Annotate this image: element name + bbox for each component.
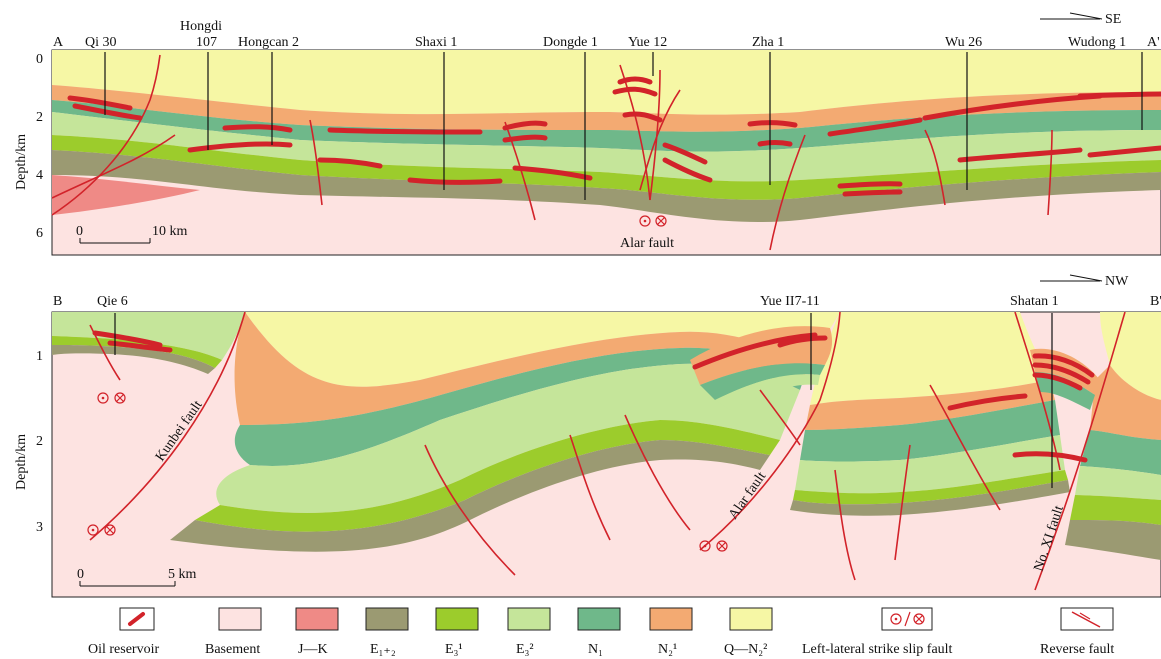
layer-n1-b-shatan bbox=[1035, 372, 1095, 410]
layer-qn22-b-center bbox=[810, 312, 1050, 405]
well-label-yue12: Yue 12 bbox=[628, 35, 667, 50]
layer-n1-b-anticline bbox=[700, 363, 825, 400]
layer-e12-a bbox=[52, 150, 1161, 223]
scale-b-end: 5 km bbox=[168, 567, 197, 582]
faults-b bbox=[89, 311, 1126, 591]
depth-tick-a-4: 4 bbox=[36, 168, 43, 183]
layer-e31-b-main bbox=[195, 420, 780, 532]
layer-n1-b-right bbox=[1080, 430, 1161, 475]
scale-bar-a: 0 10 km bbox=[76, 224, 188, 244]
depth-tick-b-3: 3 bbox=[36, 520, 43, 535]
layer-qn22-b-right bbox=[1100, 312, 1161, 400]
legend-strike-slip bbox=[881, 607, 933, 631]
legend-label-reverse-fault: Reverse fault bbox=[1040, 642, 1114, 657]
legend-label-e32: E₃² bbox=[516, 642, 534, 657]
legend-swatch-n21 bbox=[649, 607, 693, 631]
legend-swatch-qn22 bbox=[729, 607, 773, 631]
layer-n1-b-center bbox=[800, 400, 1060, 462]
depth-axis-label-b: Depth/km bbox=[14, 434, 29, 490]
layer-n1-a bbox=[52, 100, 1161, 152]
direction-arrow-nw: NW bbox=[1040, 274, 1129, 289]
scale-a-start: 0 bbox=[76, 224, 83, 239]
scale-a-end: 10 km bbox=[152, 224, 188, 239]
depth-tick-a-6: 6 bbox=[36, 226, 43, 241]
layer-e32-b-anticline bbox=[715, 374, 820, 410]
legend-label-jk: J—K bbox=[298, 642, 328, 657]
legend-label-e31: E₃¹ bbox=[445, 642, 463, 657]
direction-nw-label: NW bbox=[1105, 274, 1129, 289]
scale-b-start: 0 bbox=[77, 567, 84, 582]
direction-arrow-se: SE bbox=[1040, 12, 1121, 27]
layer-qn22-b-main bbox=[245, 312, 840, 387]
fault-label-alar-a: Alar fault bbox=[620, 236, 674, 251]
layer-e12-b-center bbox=[790, 480, 1070, 516]
legend-oil-reservoir bbox=[119, 607, 155, 631]
legend-label-e12: E₁₊₂ bbox=[370, 642, 396, 657]
layer-e32-b-right bbox=[1075, 466, 1161, 500]
depth-tick-a-0: 0 bbox=[36, 52, 43, 67]
wells-b bbox=[114, 313, 1053, 488]
well-label-zha1: Zha 1 bbox=[752, 35, 784, 50]
scale-bar-b: 0 5 km bbox=[77, 567, 197, 587]
section-b-label-right: B' bbox=[1150, 294, 1161, 309]
section-a-label-right: A' bbox=[1147, 35, 1160, 50]
legend-swatch-e32 bbox=[507, 607, 551, 631]
well-label-shatan1: Shatan 1 bbox=[1010, 294, 1059, 309]
well-label-wudong1: Wudong 1 bbox=[1068, 35, 1126, 50]
oil-reservoirs-a bbox=[67, 76, 1161, 197]
well-label-shaxi1: Shaxi 1 bbox=[415, 35, 457, 50]
depth-axis-label-a: Depth/km bbox=[14, 134, 29, 190]
layer-n21-b-main bbox=[234, 312, 811, 425]
well-label-hongdi-number: 107 bbox=[196, 35, 217, 50]
legend-label-n1: N₁ bbox=[588, 642, 603, 657]
layer-qn22-a bbox=[52, 50, 1161, 115]
well-label-yue-ii7-11: Yue II7-11 bbox=[760, 294, 820, 309]
layer-n21-b-center bbox=[805, 380, 1055, 430]
well-label-qi30: Qi 30 bbox=[85, 35, 117, 50]
legend: Oil reservoir Basement J—K E₁₊₂ E₃¹ E₃² … bbox=[88, 607, 1114, 657]
legend-label-oil: Oil reservoir bbox=[88, 642, 159, 657]
legend-label-qn22: Q—N₂² bbox=[724, 642, 767, 657]
layer-n21-a bbox=[52, 85, 1161, 132]
layer-e31-b-left bbox=[52, 336, 222, 368]
faults-a bbox=[51, 54, 1053, 251]
section-a: Qi 30 Hongdi 107 Hongcan 2 Shaxi 1 Dongd… bbox=[14, 12, 1161, 256]
legend-swatch-basement bbox=[218, 607, 262, 631]
strike-slip-symbol-a bbox=[639, 215, 667, 227]
well-label-wu26: Wu 26 bbox=[945, 35, 982, 50]
layer-n1-b-main bbox=[234, 347, 805, 466]
layer-e31-b-center bbox=[793, 470, 1068, 505]
direction-se-label: SE bbox=[1105, 12, 1121, 27]
legend-swatch-e12 bbox=[365, 607, 409, 631]
legend-label-strike-slip: Left-lateral strike slip fault bbox=[802, 642, 953, 657]
legend-label-basement: Basement bbox=[205, 642, 260, 657]
legend-reverse-fault bbox=[1060, 607, 1114, 631]
section-b-label-left: B bbox=[53, 294, 62, 309]
layer-e12-b-main bbox=[170, 440, 770, 552]
layer-n21-b-right bbox=[1090, 365, 1161, 440]
layer-e32-b-main bbox=[216, 363, 800, 513]
well-label-dongde1: Dongde 1 bbox=[543, 35, 598, 50]
legend-swatch-e31 bbox=[435, 607, 479, 631]
depth-tick-b-2: 2 bbox=[36, 434, 43, 449]
layer-e32-b-center bbox=[795, 435, 1065, 494]
layer-e12-b-right bbox=[1065, 520, 1161, 560]
well-label-hongcan2: Hongcan 2 bbox=[238, 35, 299, 50]
well-label-hongdi: Hongdi bbox=[180, 19, 222, 34]
layer-e32-b-left bbox=[52, 312, 245, 360]
legend-label-n21: N₂¹ bbox=[658, 642, 677, 657]
section-b: Qie 6 Yue II7-11 Shatan 1 B B' NW Depth/… bbox=[14, 274, 1161, 598]
legend-swatch-jk bbox=[295, 607, 339, 631]
strike-slip-symbols-b bbox=[87, 392, 728, 552]
depth-tick-a-2: 2 bbox=[36, 110, 43, 125]
layer-e12-b-left bbox=[52, 345, 215, 374]
depth-tick-b-1: 1 bbox=[36, 349, 43, 364]
layer-e32-a bbox=[52, 112, 1161, 182]
section-a-label-left: A bbox=[53, 35, 64, 50]
well-label-qie6: Qie 6 bbox=[97, 294, 128, 309]
wells-a bbox=[104, 52, 1143, 200]
layer-e31-b-right bbox=[1070, 495, 1161, 525]
legend-swatch-n1 bbox=[577, 607, 621, 631]
